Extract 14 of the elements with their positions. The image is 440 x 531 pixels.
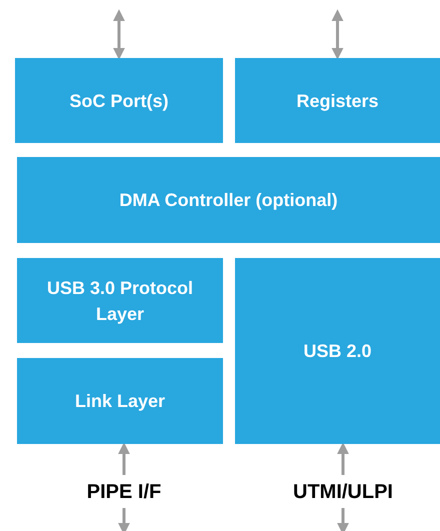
interface-label: PIPE I/F: [70, 478, 178, 506]
block-box: USB 3.0 Protocol Layer: [17, 258, 223, 343]
block-box: DMA Controller (optional): [17, 157, 440, 243]
double-arrow: [113, 9, 125, 60]
double-arrow: [118, 508, 130, 531]
block-box: USB 2.0: [235, 258, 440, 444]
double-arrow: [337, 508, 349, 531]
block-box: Registers: [235, 58, 440, 143]
double-arrow: [332, 9, 344, 60]
double-arrow: [337, 442, 349, 475]
double-arrow: [118, 442, 130, 475]
block-box: Link Layer: [17, 358, 223, 444]
interface-label: UTMI/ULPI: [278, 478, 408, 506]
block-box: SoC Port(s): [15, 58, 223, 143]
